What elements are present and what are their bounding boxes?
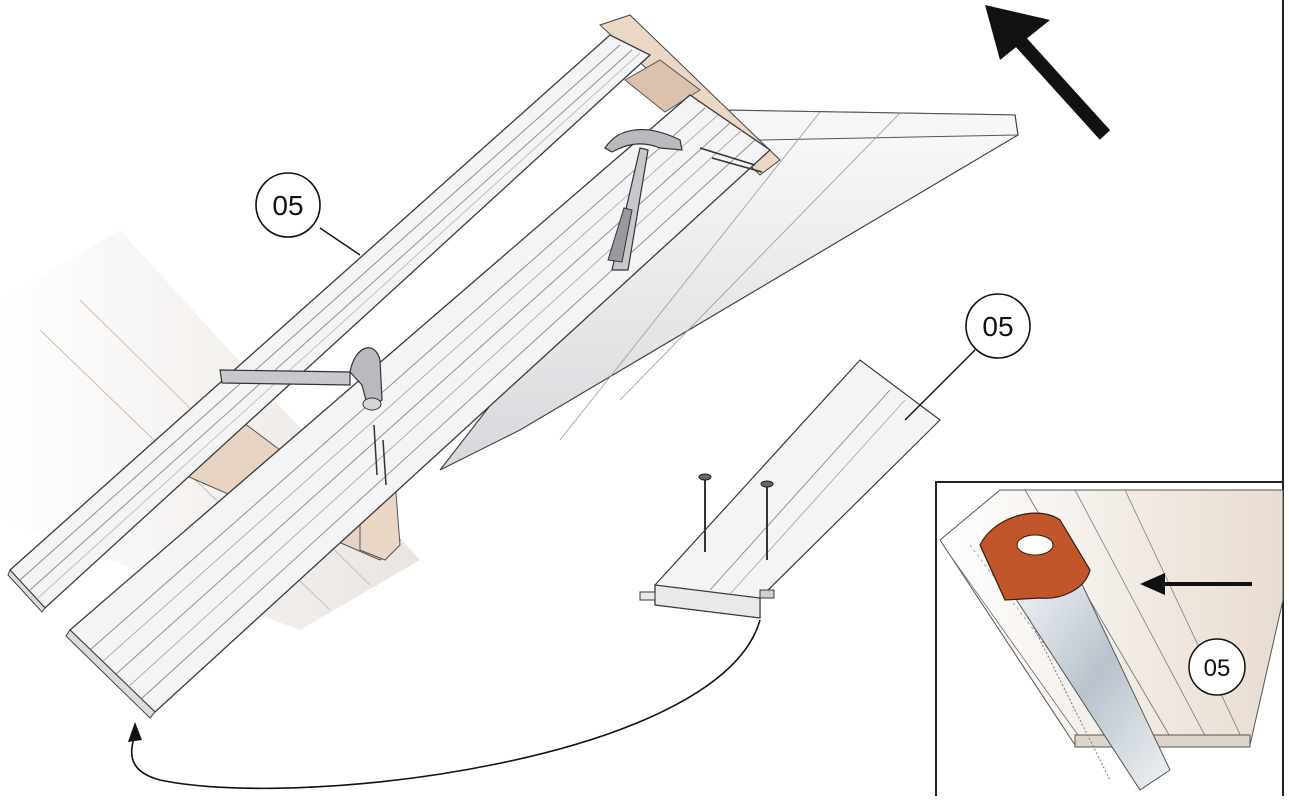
arrow-icon [1140,573,1252,595]
inset-panel [935,481,1284,801]
board-detail [639,359,941,619]
nail-icon [699,147,763,173]
hammer-icon [219,347,383,411]
screw-icon [698,473,774,560]
callout-badge: 05 [1188,638,1246,696]
nail-icon [373,424,387,486]
saw-icon [979,512,1171,791]
callout-badge: 05 [965,293,1031,359]
callout-label: 05 [1204,655,1231,682]
callout-label: 05 [272,190,303,221]
callout-leaders [319,227,976,421]
curved-arrow [128,619,761,790]
callout-badge: 05 [255,172,321,238]
callout-label: 05 [982,311,1013,342]
arrow-icon [985,5,1111,140]
hammer-icon [604,129,683,271]
wall-boards [7,34,772,719]
